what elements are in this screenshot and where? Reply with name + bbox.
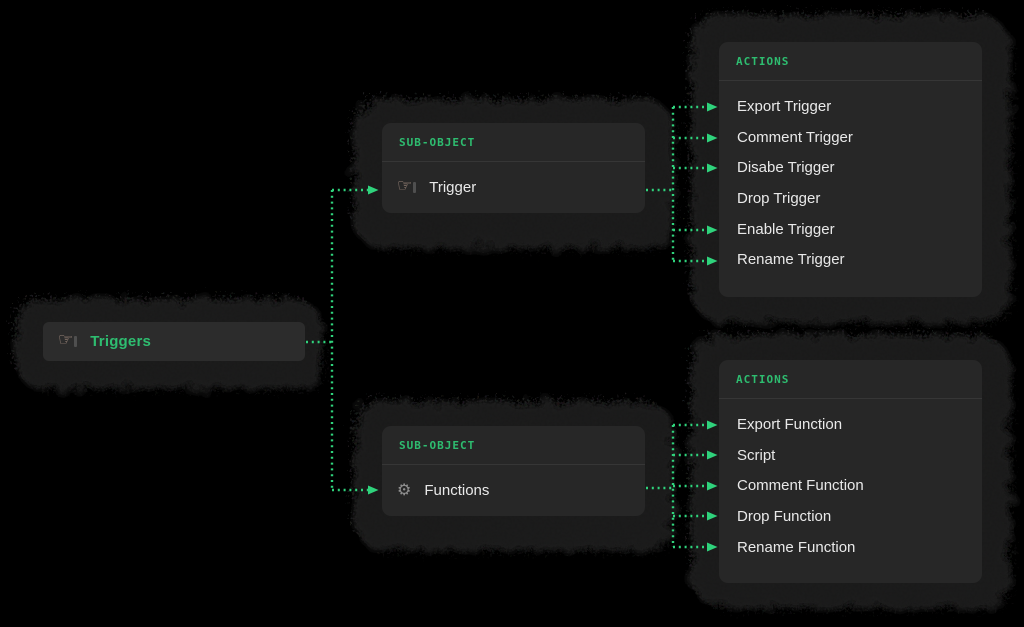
gear-icon: ⚙: [397, 479, 412, 499]
sub-object-trigger-row[interactable]: ☞ Trigger: [382, 162, 645, 213]
node-triggers-label: Triggers: [90, 333, 152, 350]
trigger-hand-glyph: ☞: [397, 176, 413, 196]
trigger-hand-bar: [74, 336, 78, 347]
action-item[interactable]: Script: [737, 446, 776, 464]
card-header: SUB-OBJECT: [382, 123, 645, 162]
sub-object-trigger-label: Trigger: [429, 179, 477, 196]
gear-glyph: ⚙: [397, 479, 412, 499]
edge-layer: [306, 102, 718, 552]
action-item[interactable]: Rename Trigger: [737, 251, 845, 269]
card-sub-object-trigger: SUB-OBJECT ☞ Trigger: [382, 123, 645, 213]
panel-header: ACTIONS: [719, 360, 982, 399]
action-item[interactable]: Rename Function: [737, 538, 856, 556]
card-sub-object-functions: SUB-OBJECT ⚙ Functions: [382, 426, 645, 516]
trigger-hand-icon: ☞: [397, 176, 417, 196]
sub-object-functions-row[interactable]: ⚙ Functions: [382, 465, 645, 516]
action-item[interactable]: Comment Function: [737, 477, 864, 495]
panel-header: ACTIONS: [719, 42, 982, 81]
action-item[interactable]: Drop Trigger: [737, 190, 821, 208]
action-item[interactable]: Drop Function: [737, 508, 832, 526]
action-item[interactable]: Disabe Trigger: [737, 159, 835, 177]
trigger-hand-glyph: ☞: [58, 330, 74, 350]
action-item[interactable]: Comment Trigger: [737, 128, 853, 146]
card-header: SUB-OBJECT: [382, 426, 645, 465]
node-triggers[interactable]: ☞ Triggers: [43, 322, 305, 361]
trigger-hand-bar: [413, 182, 417, 193]
trigger-hand-icon: ☞: [58, 330, 78, 350]
action-item[interactable]: Enable Trigger: [737, 220, 835, 238]
action-item[interactable]: Export Trigger: [737, 98, 832, 115]
sub-object-functions-label: Functions: [424, 482, 490, 499]
action-item[interactable]: Export Function: [737, 416, 843, 433]
